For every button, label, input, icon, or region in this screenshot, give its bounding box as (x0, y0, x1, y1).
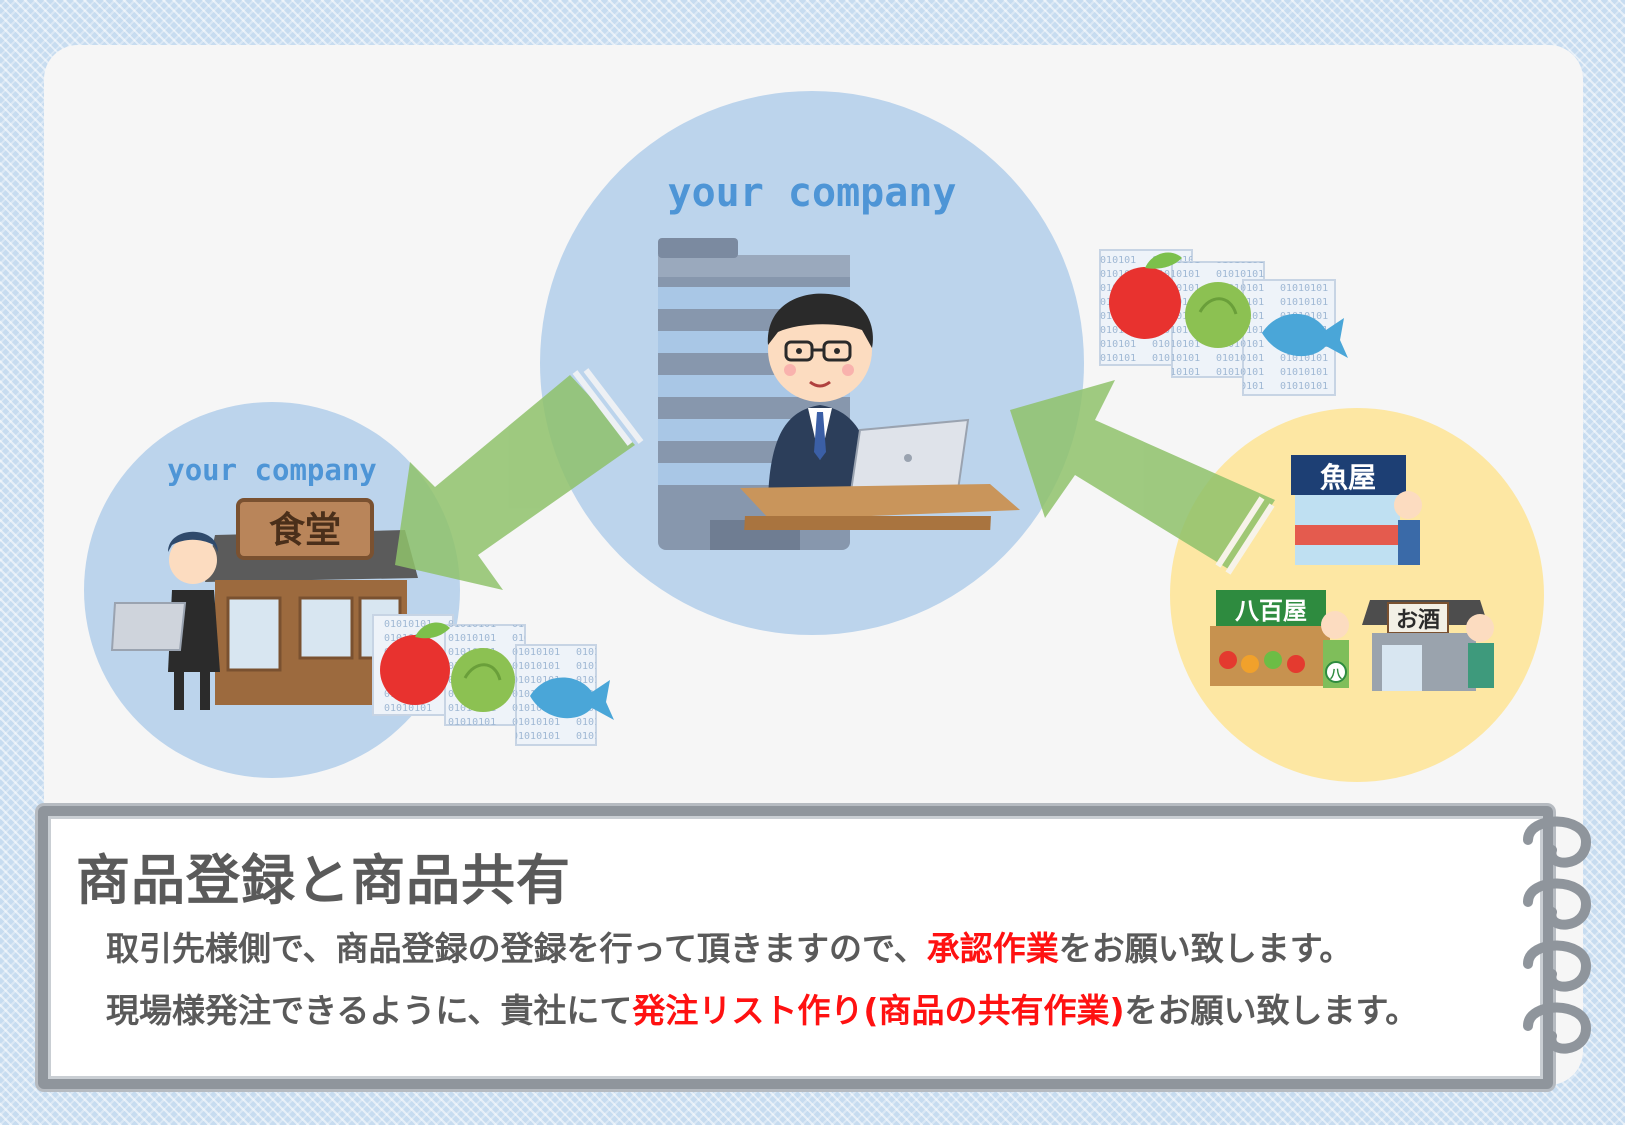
fish-shop-sign: 魚屋 (1320, 461, 1376, 494)
apron-mark: 八 (1329, 667, 1343, 681)
cabbage-icon (451, 648, 515, 712)
note-line-2-ending: をお願い致します。 (1124, 991, 1419, 1030)
highlight-approval-task: 承認作業 (926, 929, 1059, 968)
restaurant-sign-text: 食堂 (269, 510, 341, 551)
note-line-order-list: 現場様発注できるように、貴社にて発注リスト作り(商品の共有作業)をお願い致します… (106, 984, 1418, 1032)
office-employee-illustration (658, 238, 1020, 550)
section-title: 商品登録と商品共有 (76, 849, 571, 912)
note-line-1-text: 取引先様側で、商品登録の登録を行って頂きますので、 (106, 929, 927, 968)
arrow-company-to-restaurant (395, 368, 644, 590)
explanation-box: 商品登録と商品共有 取引先様側で、商品登録の登録を行って頂きますので、承認作業を… (38, 806, 1553, 1089)
greengrocer-sign: 八百屋 (1235, 597, 1307, 625)
highlight-order-list-task: 発注リスト作り(商品の共有作業) (632, 991, 1125, 1030)
supplier-shops: 魚屋 八百屋 八 お酒 (1210, 455, 1494, 691)
apple-icon (380, 635, 450, 705)
spiral-binding-decoration (1523, 816, 1592, 1054)
greengrocer-shop: 八百屋 八 (1210, 590, 1349, 688)
restaurant-sign (236, 498, 374, 560)
product-data-docs-left (372, 614, 614, 746)
fish-shop: 魚屋 (1291, 455, 1422, 565)
product-data-docs-right (1099, 249, 1348, 396)
arrow-supplier-to-company (1010, 380, 1275, 575)
liquor-shop-sign: お酒 (1396, 608, 1440, 633)
workflow-diagram: 01010101 your company (84, 91, 1544, 782)
cabbage-icon-right (1185, 282, 1251, 348)
left-company-label: your company (167, 453, 377, 487)
fish-icon-right (1262, 313, 1348, 358)
liquor-shop: お酒 (1362, 600, 1494, 691)
staff-head (169, 536, 217, 584)
note-line-1-ending: をお願い致します。 (1058, 929, 1353, 968)
staff-laptop-icon (110, 602, 187, 651)
note-line-approval: 取引先様側で、商品登録の登録を行って頂きますので、承認作業をお願い致します。 (106, 922, 1352, 970)
fish-icon (530, 677, 614, 720)
apple-icon-right (1109, 267, 1181, 339)
center-company-label: your company (668, 170, 957, 216)
note-line-2-text: 現場様発注できるように、貴社にて (106, 991, 633, 1030)
desk (740, 484, 1020, 520)
